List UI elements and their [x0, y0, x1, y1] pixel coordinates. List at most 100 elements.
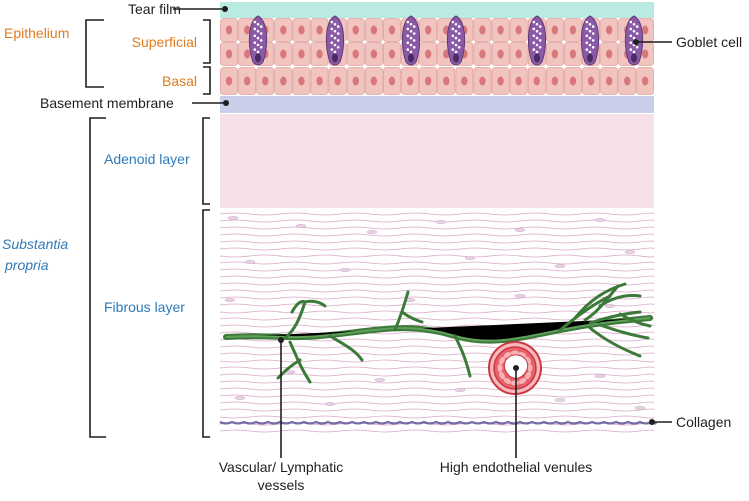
vessel-branch: [598, 323, 650, 340]
goblet-cell: [325, 15, 345, 66]
label-vascular-lymphatic: Vascular/ Lymphatic: [219, 459, 344, 475]
cell-nucleus: [388, 49, 396, 59]
fibrous-strand: [219, 373, 655, 377]
cell-nucleus: [243, 76, 251, 86]
cell-nucleus: [316, 76, 323, 86]
superficial-bracket: [203, 19, 211, 64]
leader-lines: [173, 8, 672, 458]
vessel-branch: [588, 326, 642, 358]
fibrous-strand: [219, 415, 655, 419]
fibroblast: [554, 398, 566, 402]
cell-nucleus: [352, 25, 359, 35]
cell-nucleus: [641, 49, 649, 59]
fibrous-strand: [219, 352, 655, 356]
fibrous-strand: [219, 289, 655, 293]
leader-dots: [222, 6, 655, 425]
fibrous-strand: [219, 380, 655, 384]
cell-nucleus: [515, 25, 522, 35]
cell-nucleus: [479, 25, 486, 35]
fibrous-strand: [219, 310, 655, 314]
vessel-branch: [276, 358, 302, 380]
fibrous-strand: [219, 366, 655, 370]
cell-nucleus: [533, 76, 540, 86]
fibrous-strand: [219, 408, 655, 412]
cell-nucleus: [316, 49, 323, 59]
cell-nucleus: [497, 76, 504, 86]
cell-nucleus: [225, 76, 233, 86]
cell-nucleus: [406, 76, 414, 86]
cell-nucleus: [298, 25, 305, 35]
cell-nucleus: [497, 25, 504, 35]
fibrous-strand: [219, 212, 655, 216]
vascular-lymphatic-vessels: [223, 282, 653, 384]
fibrous-strand: [219, 268, 655, 272]
fibroblast: [374, 378, 386, 382]
basal-bracket: [203, 66, 211, 95]
vessel-branch: [288, 340, 312, 384]
cell-nucleus: [551, 25, 559, 35]
cell-nucleus: [624, 76, 631, 86]
cell-nucleus: [352, 49, 359, 59]
cell-nucleus: [587, 76, 595, 86]
fibrous-strand: [219, 233, 655, 237]
fibroblast: [604, 304, 616, 308]
tissue-panel: [219, 2, 657, 433]
tear-film-layer: [220, 2, 654, 18]
cell-nucleus: [298, 49, 305, 59]
fibrous-strand: [219, 345, 655, 349]
fibroblast: [339, 268, 351, 272]
fibrous-strand: [219, 226, 655, 230]
cell-nucleus: [243, 25, 251, 35]
fibroblast: [366, 230, 378, 234]
cell-nucleus: [551, 76, 559, 86]
label-vessels: vessels: [258, 477, 305, 493]
cell-nucleus: [316, 25, 323, 35]
cell-nucleus: [569, 49, 577, 59]
cell-nucleus: [605, 49, 613, 59]
fibrous-strand: [219, 275, 655, 279]
fibroblast: [464, 256, 476, 260]
vessel-branch: [453, 334, 472, 378]
fibrous-strand: [219, 317, 655, 321]
fibrous-bracket: [202, 209, 210, 438]
vessel-branch: [400, 310, 424, 324]
cell-nucleus: [605, 76, 613, 86]
fibrous-strand: [219, 429, 655, 433]
cell-nucleus: [280, 76, 287, 86]
cell-nucleus: [605, 25, 613, 35]
cell-nucleus: [641, 76, 649, 86]
label-superficial: Superficial: [132, 34, 197, 50]
label-substantia: Substantia: [2, 236, 68, 252]
label-tear-film: Tear film: [128, 1, 181, 17]
cell-nucleus: [370, 49, 378, 59]
label-basal: Basal: [162, 73, 197, 89]
adenoid-bracket: [202, 117, 210, 205]
cell-nucleus: [569, 25, 577, 35]
cell-nucleus: [298, 76, 305, 86]
label-basement-membrane: Basement membrane: [40, 95, 174, 111]
cell-nucleus: [443, 76, 450, 86]
fibroblast: [594, 374, 606, 378]
fibrous-strand: [219, 254, 655, 258]
label-fibrous-layer: Fibrous layer: [104, 299, 185, 315]
fibrous-strand: [219, 359, 655, 363]
label-epithelium: Epithelium: [4, 25, 69, 41]
cell-nucleus: [280, 25, 287, 35]
cell-nucleus: [641, 25, 649, 35]
fibroblast: [224, 298, 236, 302]
cell-nucleus: [280, 49, 287, 59]
vessel-branch: [558, 294, 612, 332]
fibrous-strand: [219, 296, 655, 300]
cell-nucleus: [497, 49, 504, 59]
epithelium-layer: [220, 15, 654, 95]
cell-nucleus: [515, 76, 522, 86]
collagen-strand: [219, 420, 657, 425]
cell-nucleus: [515, 49, 522, 59]
fibrous-strand: [219, 401, 655, 405]
vessel-branch: [303, 299, 327, 308]
fibroblast: [244, 260, 256, 264]
fibroblast: [227, 216, 239, 220]
fibrous-strand: [219, 387, 655, 391]
